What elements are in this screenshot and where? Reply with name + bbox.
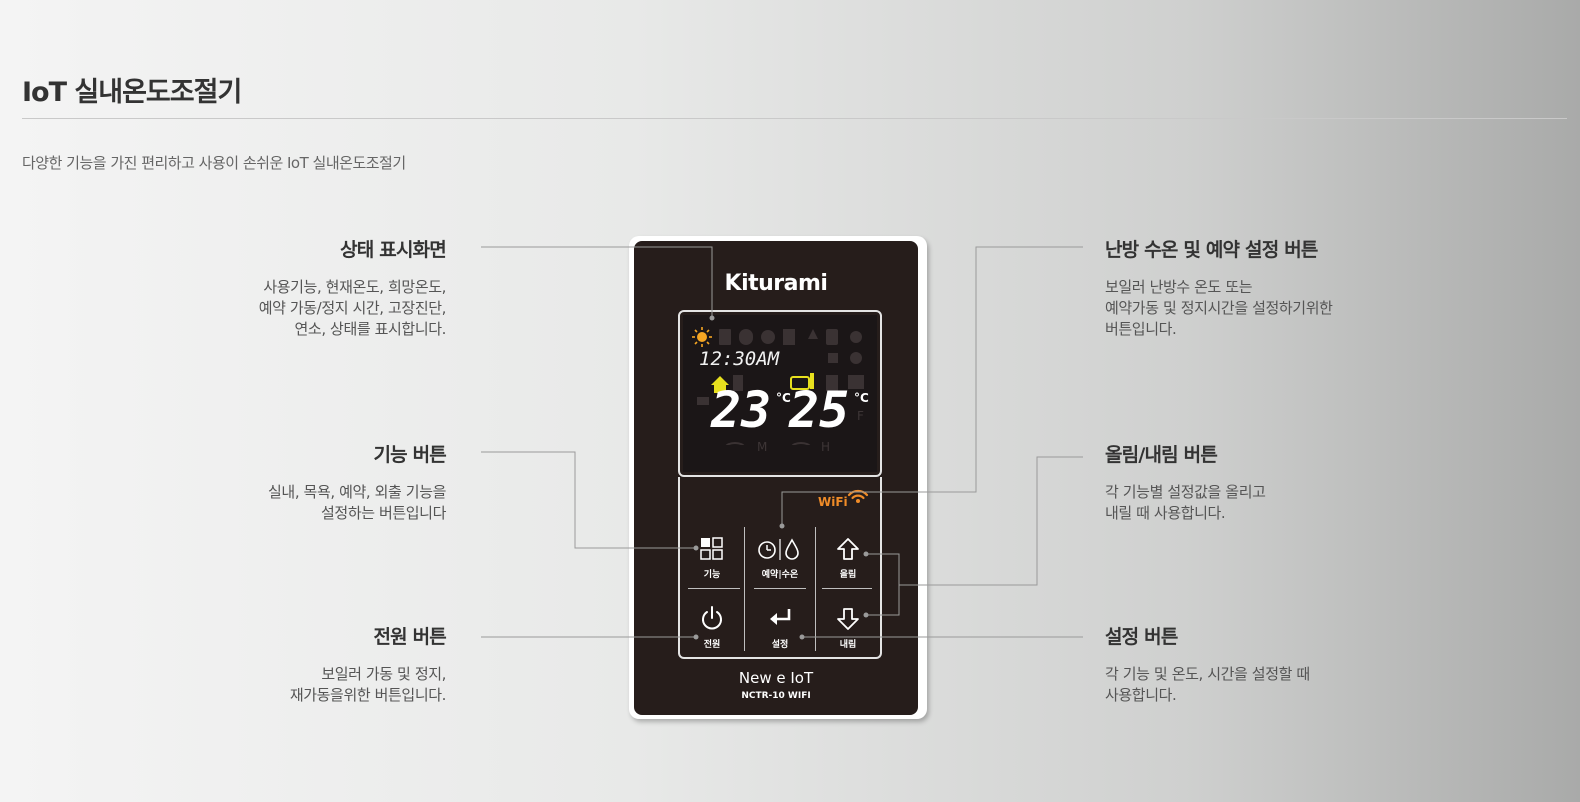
wifi-icon	[847, 489, 869, 503]
function-button-label: 기능	[703, 570, 721, 580]
sun-icon	[692, 327, 712, 347]
desc-line: 각 기능 및 온도, 시간을 설정할 때	[1105, 665, 1310, 683]
function-button[interactable]: 기능	[682, 537, 742, 580]
model-name: New e IoT	[738, 669, 814, 687]
m-indicator: M	[757, 440, 768, 454]
down-button[interactable]: 내림	[818, 605, 878, 650]
reserve-water-button-label: 예약|수온	[761, 570, 799, 580]
alarm-water-icon	[758, 538, 799, 560]
current-temperature: 23	[711, 381, 772, 439]
power-button-label: 전원	[703, 640, 721, 650]
callout-description: 보일러 가동 및 정지, 재가동을위한 버튼입니다.	[146, 664, 447, 706]
lcd-frame: 12:30AM 23 °C 25 °C F M H	[678, 310, 882, 477]
up-button[interactable]: 올림	[818, 537, 878, 580]
callout-status-display: 상태 표시화면 사용기능, 현재온도, 희망온도, 예약 가동/정지 시간, 고…	[146, 235, 447, 340]
desc-line: 설정하는 버튼입니다	[321, 504, 446, 522]
lcd-icon-row	[692, 327, 864, 445]
home-icon	[711, 376, 729, 393]
status-display: 12:30AM 23 °C 25 °C F M H	[683, 315, 877, 472]
desc-line: 보일러 가동 및 정지,	[321, 665, 446, 683]
brand-logo: Kiturami	[724, 271, 828, 296]
enter-icon	[770, 609, 791, 625]
callout-description: 사용기능, 현재온도, 희망온도, 예약 가동/정지 시간, 고장진단, 연소,…	[146, 277, 447, 340]
arrow-down-icon	[837, 608, 859, 630]
desc-line: 각 기능별 설정값을 올리고	[1105, 483, 1266, 501]
thermostat-device: Kiturami	[629, 236, 927, 719]
callout-title: 기능 버튼	[373, 444, 446, 466]
callout-description: 각 기능별 설정값을 올리고 내릴 때 사용합니다.	[1105, 482, 1405, 524]
model-code: NCTR-10 WIFI	[741, 691, 811, 701]
up-button-label: 올림	[839, 570, 857, 580]
callout-function-button: 기능 버튼 실내, 목욕, 예약, 외출 기능을 설정하는 버튼입니다	[146, 440, 447, 524]
set-button[interactable]: 설정	[750, 605, 810, 650]
callout-up-down-button: 올림/내림 버튼 각 기능별 설정값을 올리고 내릴 때 사용합니다.	[1105, 440, 1405, 524]
power-icon	[702, 606, 722, 630]
key-divider	[688, 588, 740, 589]
h-indicator: H	[821, 440, 831, 454]
callout-description: 보일러 난방수 온도 또는 예약가동 및 정지시간을 설정하기위한 버튼입니다.	[1105, 277, 1405, 340]
page-subtitle: 다양한 기능을 가진 편리하고 사용이 손쉬운 IoT 실내온도조절기	[22, 154, 406, 172]
callout-power-button: 전원 버튼 보일러 가동 및 정지, 재가동을위한 버튼입니다.	[146, 622, 447, 706]
key-divider	[815, 527, 816, 651]
set-button-label: 설정	[771, 640, 789, 650]
power-button[interactable]: 전원	[682, 605, 742, 650]
desc-line: 사용기능, 현재온도, 희망온도,	[263, 278, 446, 296]
wifi-label: WiFi	[818, 495, 848, 509]
clock-readout: 12:30AM	[699, 348, 780, 370]
callout-description: 실내, 목욕, 예약, 외출 기능을 설정하는 버튼입니다	[146, 482, 446, 524]
key-divider	[744, 527, 745, 651]
page-title: IoT 실내온도조절기	[22, 77, 242, 108]
grid-icon	[700, 537, 723, 560]
callout-title: 난방 수온 및 예약 설정 버튼	[1105, 239, 1318, 261]
key-divider	[754, 588, 806, 589]
desc-line: 버튼입니다.	[1105, 320, 1177, 338]
desc-line: 재가동을위한 버튼입니다.	[289, 686, 447, 704]
desc-line: 사용합니다.	[1105, 686, 1177, 704]
callout-description: 각 기능 및 온도, 시간을 설정할 때 사용합니다.	[1105, 664, 1405, 706]
desc-line: 보일러 난방수 온도 또는	[1105, 278, 1253, 296]
device-face: Kiturami	[634, 241, 918, 715]
desc-line: 실내, 목욕, 예약, 외출 기능을	[268, 483, 446, 501]
fahrenheit-indicator: F	[857, 409, 864, 423]
current-temperature-unit: °C	[776, 391, 791, 405]
callout-title: 올림/내림 버튼	[1105, 444, 1218, 466]
callout-set-button: 설정 버튼 각 기능 및 온도, 시간을 설정할 때 사용합니다.	[1105, 622, 1405, 706]
desc-line: 내릴 때 사용합니다.	[1105, 504, 1226, 522]
desc-line: 연소, 상태를 표시합니다.	[294, 320, 447, 338]
key-divider	[822, 588, 872, 589]
arrow-up-icon	[837, 538, 859, 560]
callout-title: 상태 표시화면	[340, 239, 447, 261]
title-divider	[22, 118, 1567, 119]
down-button-label: 내림	[839, 640, 857, 650]
callout-title: 전원 버튼	[373, 626, 446, 648]
desc-line: 예약 가동/정지 시간, 고장진단,	[258, 299, 447, 317]
set-temperature-unit: °C	[854, 391, 869, 405]
keypad: WiFi 기능	[678, 477, 882, 659]
callout-heating-reserve-button: 난방 수온 및 예약 설정 버튼 보일러 난방수 온도 또는 예약가동 및 정지…	[1105, 235, 1405, 340]
reserve-water-button[interactable]: 예약|수온	[750, 537, 810, 580]
desc-line: 예약가동 및 정지시간을 설정하기위한	[1105, 299, 1333, 317]
set-temperature: 25	[789, 381, 850, 439]
hand-icon	[790, 373, 814, 390]
callout-title: 설정 버튼	[1105, 626, 1178, 648]
